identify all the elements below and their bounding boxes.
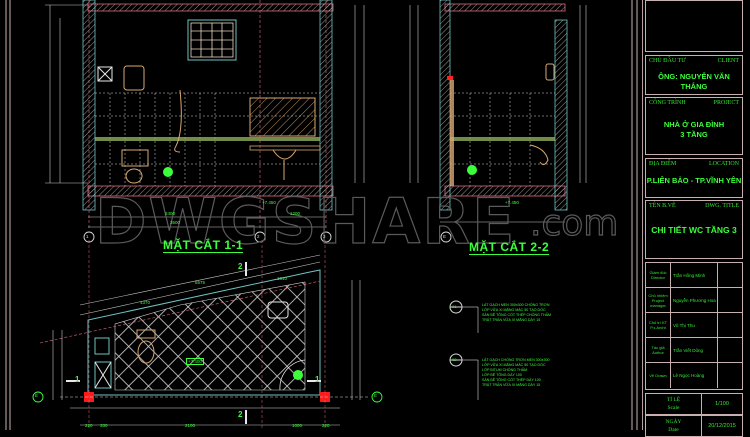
dim-overall: 3600 — [170, 220, 181, 225]
legend-01-text: LÁT GẠCH MEN 300x300 CHỐNG TRƠN LỚP VỮA … — [482, 303, 551, 322]
axis-label-e: E — [443, 234, 447, 239]
scale-value: 1/100 — [715, 401, 729, 407]
plan-dim-sub-1: 4370 — [140, 300, 151, 305]
plan-axis-e-right: E — [374, 393, 378, 398]
client-name: ÔNG: NGUYỄN VĂN THẮNG — [658, 72, 730, 91]
legend-02-tag: 02 — [452, 357, 457, 362]
plan-dim-bottom-5: 220 — [322, 423, 330, 428]
project-name-line1: NHÀ Ở GIA ĐÌNH — [663, 120, 725, 129]
cut-marker-1-right: 1 — [315, 375, 320, 384]
elevation-section-2: +7.450 — [505, 200, 519, 205]
plan-axis-e-left: E — [35, 393, 39, 398]
plan-dim-top-1: 6575 — [195, 280, 206, 285]
axis-label-3: 3 — [323, 234, 326, 239]
legend-02-text: LÁT GẠCH CHỐNG TRƠN MEN 300x300 LỚP VỮA … — [482, 358, 550, 387]
elevation-section-1: +7.450 — [262, 200, 276, 205]
watermark-suffix: .com — [529, 202, 619, 244]
cut-marker-2-top: 2 — [238, 262, 243, 271]
section-1-title: MẶT CẮT 1-1 — [163, 238, 244, 253]
cut-marker-2-bottom: 2 — [238, 410, 243, 419]
plan-dim-bottom-2: 330 — [100, 423, 108, 428]
plan-dim-bottom-4: 1000 — [292, 423, 303, 428]
axis-label-2: 2 — [257, 234, 260, 239]
logo-area — [645, 0, 743, 52]
plan-dim-bottom-3: 2100 — [185, 423, 196, 428]
section-2-title: MẶT CẮT 2-2 — [469, 240, 550, 255]
dim-left: 2400 — [165, 211, 176, 216]
plan-dim-bottom-1: 220 — [85, 423, 93, 428]
drawing-title: CHI TIẾT WC TẦNG 3 — [651, 225, 737, 235]
plan-dim-top-2: 1510 — [277, 276, 288, 281]
cut-marker-1-left: 1 — [75, 375, 80, 384]
legend-01-tag: 01 — [452, 304, 457, 309]
project-name-line2: 3 TẦNG — [680, 130, 708, 139]
axis-label-1: 1 — [86, 234, 89, 239]
elevation-plan: +7.400 — [186, 358, 204, 365]
location-value: P.LIÊN BẢO - TP.VĨNH YÊN — [646, 176, 742, 185]
watermark: DWGSHARE — [94, 184, 517, 258]
dim-right: 1200 — [290, 211, 301, 216]
date-value: 20/12/2015 — [708, 423, 736, 429]
